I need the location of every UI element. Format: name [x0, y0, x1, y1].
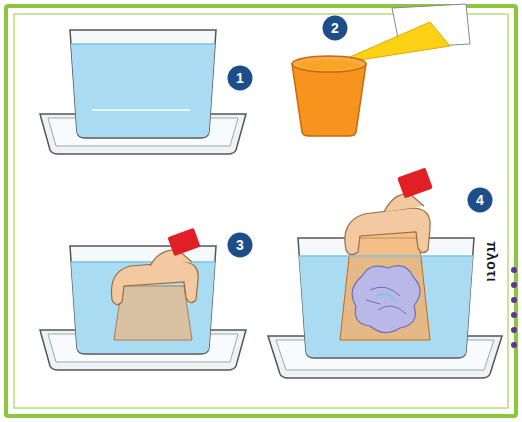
step-number-circle: 3 [227, 232, 253, 258]
callout-number: 2 [331, 20, 339, 36]
circle-shape [228, 233, 253, 258]
cup-paper-panel-2 [292, 4, 470, 136]
annotation-text: πλοτι [484, 241, 500, 282]
step-number-circle: 1 [227, 65, 253, 91]
callout-number: 3 [236, 237, 244, 253]
circle-shape [228, 66, 253, 91]
callout-number: 1 [236, 70, 244, 86]
circle-shape [468, 188, 493, 213]
step-number-circle: 4 [467, 187, 493, 213]
glass-panel-3 [40, 228, 246, 370]
frame-outer [6, 6, 516, 416]
glass-panel-4 [268, 168, 502, 378]
step-number-circle: 2 [322, 15, 348, 41]
glass-panel-1 [40, 30, 246, 154]
frame-inner [14, 14, 508, 408]
side-dots [511, 267, 517, 348]
circle-shape [323, 16, 348, 41]
callout-number: 4 [476, 192, 484, 208]
